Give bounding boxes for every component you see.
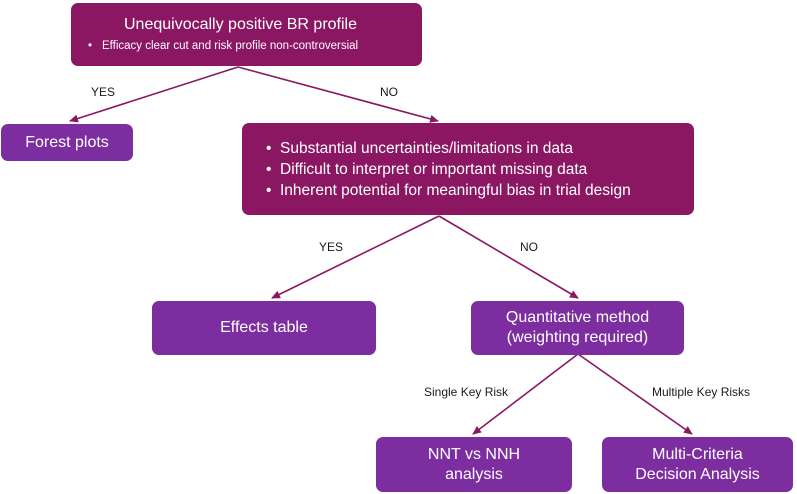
uncertainty-bullet-2: Difficult to interpret or important miss… <box>264 159 682 180</box>
root-bullets: Efficacy clear cut and risk profile non-… <box>86 38 408 54</box>
forest-plots-label: Forest plots <box>25 133 109 151</box>
nnt-vs-nnh-box: NNT vs NNH analysis <box>376 437 572 492</box>
root-decision-box: Unequivocally positive BR profile Effica… <box>71 3 422 66</box>
edge-label-root-no: NO <box>380 85 398 99</box>
mcda-box: Multi-Criteria Decision Analysis <box>602 437 793 492</box>
arrow-uncertainty-to-quantitative <box>438 215 579 299</box>
edge-label-multiple-key-risks: Multiple Key Risks <box>652 385 751 399</box>
quantitative-line-2: (weighting required) <box>506 329 649 346</box>
uncertainty-bullet-3: Inherent potential for meaningful bias i… <box>264 180 682 201</box>
uncertainty-bullet-1: Substantial uncertainties/limitations in… <box>264 138 682 159</box>
edge-label-root-yes: YES <box>91 85 116 99</box>
edge-label-mid-yes: YES <box>319 240 344 254</box>
mcda-line-2: Decision Analysis <box>635 465 760 483</box>
uncertainty-bullets: Substantial uncertainties/limitations in… <box>264 138 682 201</box>
root-bullet: Efficacy clear cut and risk profile non-… <box>86 38 408 54</box>
root-title: Unequivocally positive BR profile <box>124 16 357 33</box>
nnt-line-1: NNT vs NNH <box>427 445 521 463</box>
uncertainty-criteria-box: Substantial uncertainties/limitations in… <box>242 123 694 215</box>
mcda-line-1: Multi-Criteria <box>652 445 743 463</box>
quantitative-line-1: Quantitative method <box>505 309 650 326</box>
quantitative-method-box: Quantitative method (weighting required) <box>471 301 684 355</box>
effects-table-box: Effects table <box>152 301 376 355</box>
effects-table-label: Effects table <box>220 319 308 336</box>
nnt-line-2: analysis <box>445 465 503 483</box>
edge-label-mid-no: NO <box>520 240 538 254</box>
arrow-uncertainty-to-effects-table <box>271 215 440 299</box>
arrow-root-to-uncertainty <box>237 66 439 123</box>
edge-label-single-key-risk: Single Key Risk <box>424 385 509 399</box>
forest-plots-box: Forest plots <box>1 124 133 161</box>
